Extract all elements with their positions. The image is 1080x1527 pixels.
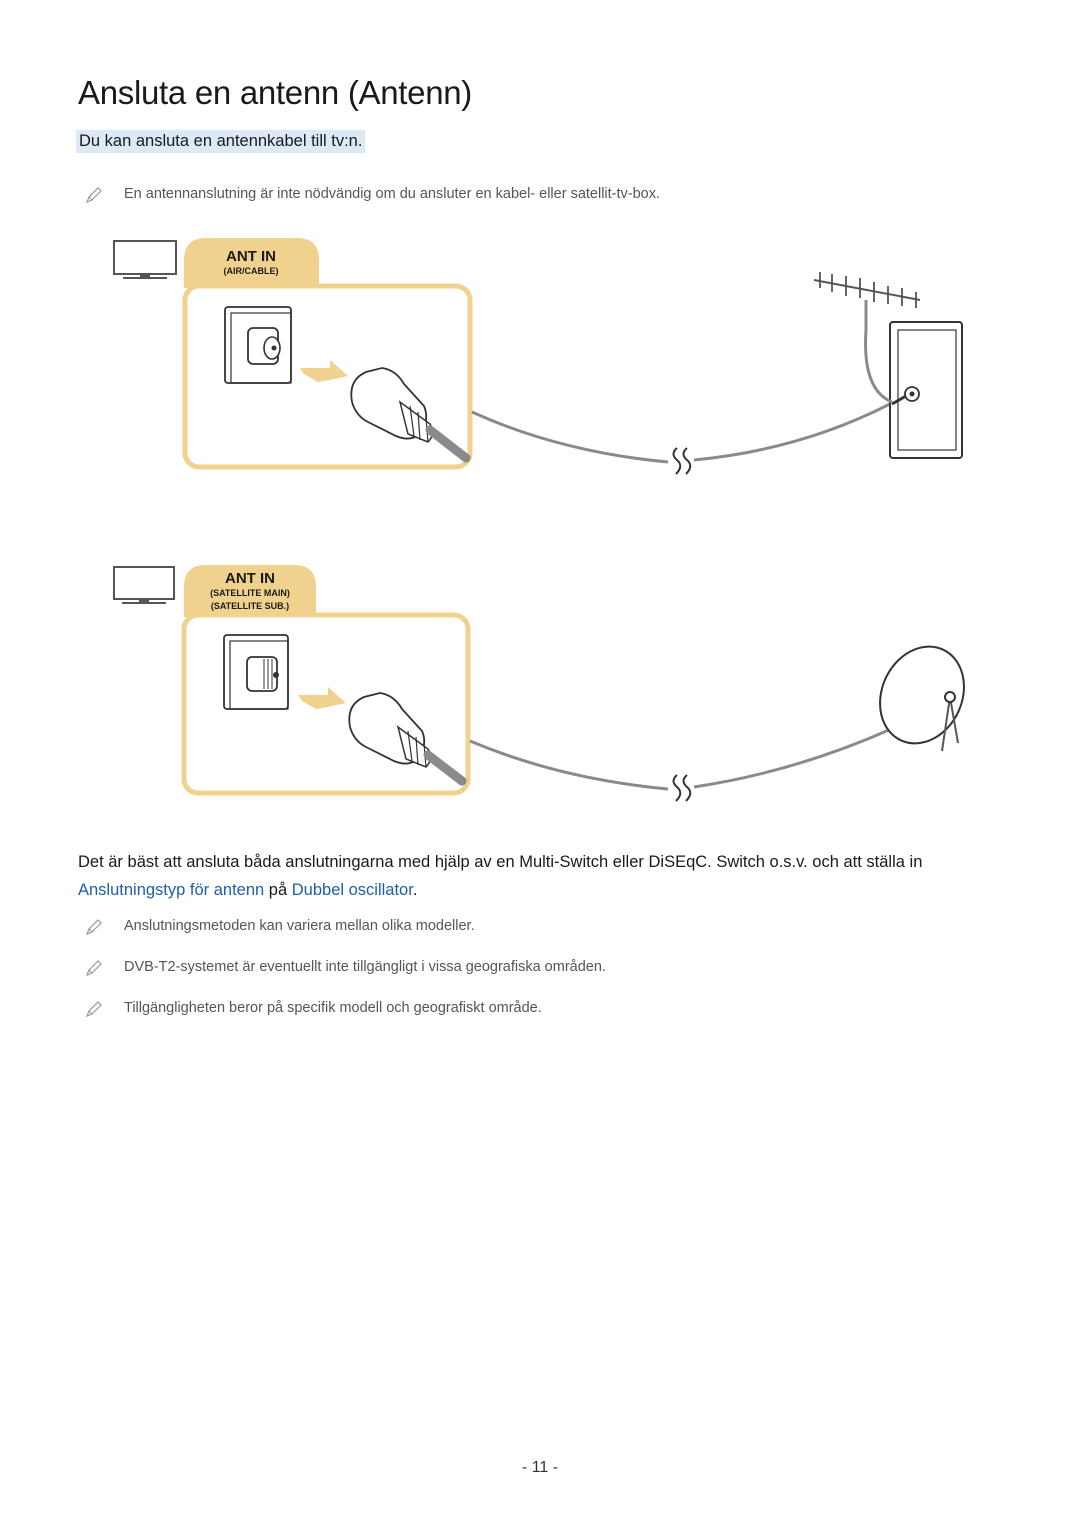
cable [425,425,471,463]
menu-option-link[interactable]: Dubbel oscillator [291,881,413,899]
note-text: Anslutningsmetoden kan variera mellan ol… [124,918,475,934]
arrow-icon [298,687,346,709]
note-item: Tillgängligheten beror på specifik model… [84,999,984,1021]
cable [469,739,669,791]
tv-icon [113,566,175,604]
paragraph-text: Det är bäst att ansluta båda anslutninga… [78,853,923,871]
port-tab [184,565,316,617]
cable [423,750,467,786]
body-paragraph: Det är bäst att ansluta båda anslutninga… [78,848,1018,904]
wall-port-icon [223,634,289,710]
pencil-note-icon [85,187,102,204]
note-text: En antennanslutning är inte nödvändig om… [124,186,661,202]
note-item: DVB-T2-systemet är eventuellt inte tillg… [84,958,984,980]
paragraph-text: på [264,881,292,899]
menu-path-link[interactable]: Anslutningstyp för antenn [78,881,265,899]
antenna-icon [813,272,921,404]
wall-outlet-icon [889,321,963,459]
cable [471,410,669,464]
note-item: Anslutningsmetoden kan variera mellan ol… [84,917,984,939]
pencil-note-icon [85,919,102,936]
page-title: Ansluta en antenn (Antenn) [78,74,472,111]
port-sublabel: (SATELLITE MAIN) [210,588,290,598]
pencil-note-icon [85,1001,102,1018]
intro-text: Du kan ansluta en antennkabel till tv:n. [76,130,366,153]
arrow-icon [300,360,348,382]
paragraph-text: . [412,881,418,899]
note-text: DVB-T2-systemet är eventuellt inte tillg… [124,959,606,975]
cable [693,723,901,789]
page-number: - 11 - [521,1459,559,1476]
port-sublabel: (AIR/CABLE) [224,266,279,276]
note-item: En antennanslutning är inte nödvändig om… [84,185,984,207]
antenna-diagram: ANT IN (AIR/CABLE) [113,238,963,475]
wall-port-icon [224,306,292,384]
satellite-diagram: ANT IN (SATELLITE MAIN) (SATELLITE SUB.) [113,565,965,802]
note-text: Tillgängligheten beror på specifik model… [124,1000,542,1016]
cable-break-icon [672,774,692,802]
pencil-note-icon [85,960,102,977]
cable-break-icon [672,447,692,475]
port-label: ANT IN [225,570,275,587]
port-sublabel: (SATELLITE SUB.) [211,601,289,611]
port-tab [184,238,319,288]
tv-icon [113,240,177,279]
port-label: ANT IN [226,248,276,265]
cable [693,402,891,462]
satellite-dish-icon [879,645,965,752]
